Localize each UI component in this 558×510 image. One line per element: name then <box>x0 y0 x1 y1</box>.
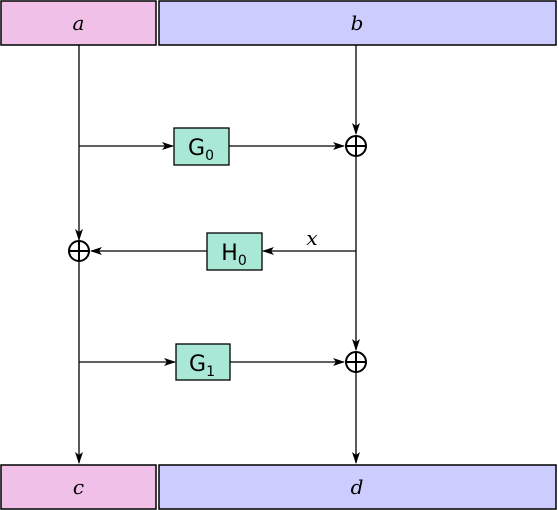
wire-label-x: x <box>306 226 317 250</box>
output-c-label: c <box>73 475 84 499</box>
g1-name: G <box>189 352 206 377</box>
g1-function-box: G1 <box>175 343 231 381</box>
h0-name: H <box>221 241 238 266</box>
xor-node-middle-left <box>68 240 90 262</box>
svg-text:G1: G1 <box>189 352 215 380</box>
input-b-label: b <box>351 11 364 35</box>
input-a-label: a <box>73 11 85 35</box>
input-a-box: a <box>0 0 157 46</box>
h0-subscript: 0 <box>238 253 247 269</box>
xor-node-bottom-right <box>345 351 367 373</box>
svg-text:G0: G0 <box>188 136 214 164</box>
output-d-label: d <box>351 475 364 499</box>
g1-subscript: 1 <box>206 364 215 380</box>
g0-name: G <box>188 136 205 161</box>
g0-subscript: 0 <box>205 148 214 164</box>
output-d-box: d <box>158 464 557 510</box>
xor-node-top-right <box>345 135 367 157</box>
svg-text:H0: H0 <box>221 241 246 269</box>
g0-function-box: G0 <box>173 127 230 166</box>
h0-function-box: H0 <box>206 232 263 271</box>
input-b-box: b <box>158 0 557 46</box>
output-c-box: c <box>0 464 157 510</box>
